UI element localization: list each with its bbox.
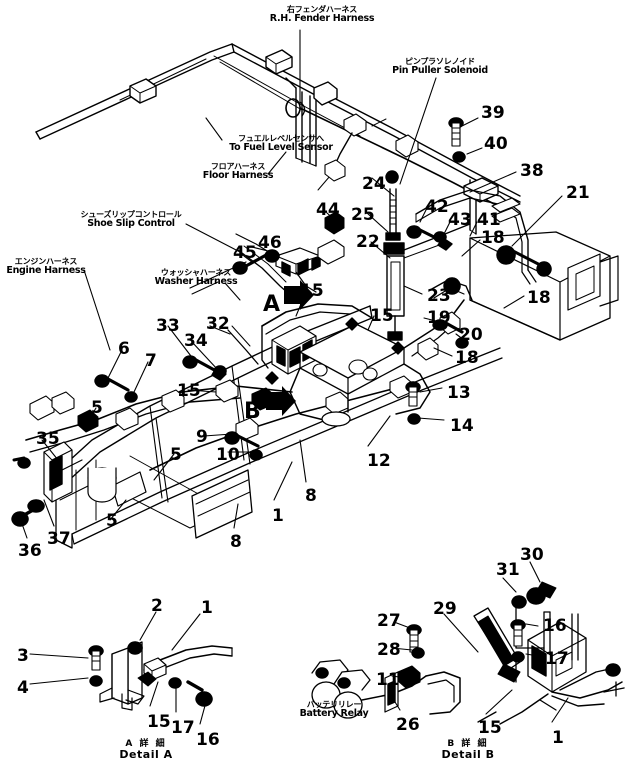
callout-label-en: Washer Harness — [154, 276, 238, 288]
part-number: 23 — [427, 286, 451, 306]
part-number: 31 — [496, 560, 520, 580]
part-number: 1 — [201, 598, 213, 618]
part-number: 38 — [520, 161, 544, 181]
part-number: 40 — [484, 134, 508, 154]
part-number: 46 — [258, 233, 282, 253]
detail-caption-en: Detail A — [119, 748, 173, 762]
section-arrow-a — [284, 280, 314, 310]
part-number: 35 — [36, 429, 60, 449]
part-number: 5 — [91, 398, 103, 418]
callout-label-jp: ウォッシャハーネス — [160, 268, 232, 277]
part-number: 17 — [171, 718, 195, 738]
callout-label-jp: ピンプラソレノイド — [405, 57, 475, 66]
detail-caption-jp: B 詳 細 — [447, 739, 489, 749]
part-number: 45 — [233, 243, 257, 263]
callout-label-en: Floor Harness — [202, 170, 274, 182]
part-number: 29 — [433, 599, 457, 619]
part-number: 16 — [196, 730, 220, 750]
part-number: 18 — [481, 228, 505, 248]
part-number: 32 — [206, 314, 230, 334]
part-number: 15 — [478, 718, 502, 738]
part-number: 1 — [552, 728, 564, 748]
detail-caption-en: Detail B — [441, 748, 495, 762]
callout-label-jp: エンジンハーネス — [14, 257, 78, 266]
part-number: 5 — [106, 511, 118, 531]
part-number: 6 — [118, 339, 130, 359]
callout-label-jp: バッテリリレー — [306, 700, 362, 709]
part-number: 14 — [450, 416, 474, 436]
part-number: 15 — [177, 381, 201, 401]
part-number: 37 — [47, 529, 71, 549]
part-number: 2 — [151, 596, 163, 616]
part-number: 42 — [425, 197, 449, 217]
section-marker-b: B — [244, 399, 261, 424]
part-number: 17 — [545, 649, 569, 669]
part-number: 20 — [459, 325, 483, 345]
detail-caption-jp: A 詳 細 — [125, 739, 167, 749]
part-number: 43 — [448, 210, 472, 230]
part-number: 13 — [447, 383, 471, 403]
part-number: 30 — [520, 545, 544, 565]
section-marker-a: A — [263, 292, 281, 317]
part-number: 39 — [481, 103, 505, 123]
part-number: 10 — [216, 445, 240, 465]
part-number: 27 — [377, 611, 401, 631]
callout-label-en: Battery Relay — [299, 708, 369, 720]
part-number: 36 — [18, 541, 42, 561]
part-number: 26 — [396, 715, 420, 735]
callout-label-jp: 右フェンダハーネス — [286, 5, 358, 14]
callout-label-jp: シューズリップコントロール — [80, 210, 182, 219]
part-number: 28 — [377, 640, 401, 660]
callout-label-jp: フュエルレベルセンサへ — [238, 134, 324, 143]
part-number: 18 — [527, 288, 551, 308]
part-number: 15 — [370, 306, 394, 326]
part-number: 44 — [316, 200, 340, 220]
part-number: 25 — [351, 205, 375, 225]
part-number: 18 — [455, 348, 479, 368]
part-number: 7 — [145, 351, 157, 371]
part-number: 16 — [543, 616, 567, 636]
part-number: 12 — [367, 451, 391, 471]
part-number: 24 — [362, 174, 386, 194]
part-number: 19 — [427, 308, 451, 328]
part-number: 3 — [17, 646, 29, 666]
part-number: 8 — [230, 532, 242, 552]
part-number: 5 — [170, 445, 182, 465]
part-number: 33 — [156, 316, 180, 336]
callout-label-en: Pin Puller Solenoid — [392, 65, 488, 77]
part-number: 21 — [566, 183, 590, 203]
part-number: 4 — [17, 678, 29, 698]
callout-label-en: Engine Harness — [6, 265, 86, 277]
section-arrow-b — [266, 386, 296, 416]
part-number: 41 — [477, 210, 501, 230]
part-number: 8 — [305, 486, 317, 506]
callout-label-en: R.H. Fender Harness — [269, 13, 375, 25]
part-number: 9 — [196, 427, 208, 447]
part-number: 1 — [272, 506, 284, 526]
callout-label-jp: フロアハーネス — [210, 162, 266, 171]
callout-label-en: To Fuel Level Sensor — [229, 142, 333, 154]
part-number: 11 — [376, 670, 400, 690]
callout-label-en: Shoe Slip Control — [87, 218, 175, 230]
part-number: 22 — [356, 232, 380, 252]
part-number: 15 — [147, 712, 171, 732]
part-number: 34 — [184, 331, 208, 351]
